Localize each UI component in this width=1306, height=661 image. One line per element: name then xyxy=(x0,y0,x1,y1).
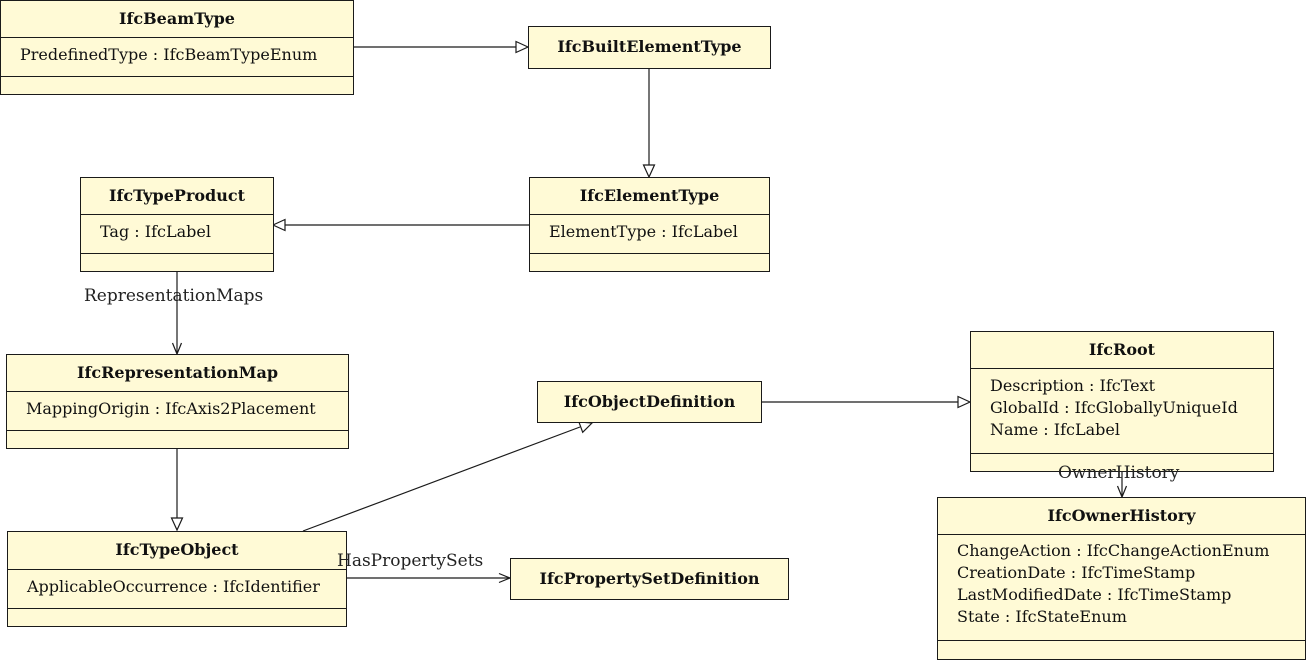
class-name: IfcTypeProduct xyxy=(81,178,273,215)
class-ifc-beam-type: IfcBeamType PredefinedType : IfcBeamType… xyxy=(0,0,354,95)
class-ifc-object-definition: IfcObjectDefinition xyxy=(537,381,762,423)
class-name: IfcOwnerHistory xyxy=(938,498,1305,535)
association-label-owner-history: OwnerHistory xyxy=(1058,463,1180,483)
generalization-arrowhead xyxy=(271,218,286,232)
generalization-arrowhead xyxy=(515,40,530,54)
class-ifc-property-set-definition: IfcPropertySetDefinition xyxy=(510,558,789,600)
attribute: CreationDate : IfcTimeStamp xyxy=(957,563,1196,582)
class-ifc-owner-history: IfcOwnerHistory ChangeAction : IfcChange… xyxy=(937,497,1306,660)
class-name: IfcBeamType xyxy=(1,1,353,38)
attribute: Tag : IfcLabel xyxy=(100,222,211,241)
class-ifc-representation-map: IfcRepresentationMap MappingOrigin : Ifc… xyxy=(6,354,349,449)
attribute: MappingOrigin : IfcAxis2Placement xyxy=(26,399,316,418)
generalization-arrowhead xyxy=(957,395,972,409)
attribute: State : IfcStateEnum xyxy=(957,607,1127,626)
class-ifc-type-product: IfcTypeProduct Tag : IfcLabel xyxy=(80,177,274,272)
attribute: PredefinedType : IfcBeamTypeEnum xyxy=(20,45,318,64)
class-name: IfcPropertySetDefinition xyxy=(539,569,760,588)
class-attributes: Description : IfcText GlobalId : IfcGlob… xyxy=(971,369,1273,454)
attribute: LastModifiedDate : IfcTimeStamp xyxy=(957,585,1232,604)
attribute: Description : IfcText xyxy=(990,376,1156,395)
class-attributes: MappingOrigin : IfcAxis2Placement xyxy=(7,392,348,431)
association-label-has-property-sets: HasPropertySets xyxy=(337,551,484,571)
attribute: GlobalId : IfcGloballyUniqueId xyxy=(990,398,1238,417)
class-attributes: ApplicableOccurrence : IfcIdentifier xyxy=(8,570,346,609)
class-attributes: ElementType : IfcLabel xyxy=(530,215,769,254)
attribute: ChangeAction : IfcChangeActionEnum xyxy=(957,541,1270,560)
class-name: IfcRepresentationMap xyxy=(7,355,348,392)
class-name: IfcObjectDefinition xyxy=(563,392,736,411)
class-ifc-root: IfcRoot Description : IfcText GlobalId :… xyxy=(970,331,1274,472)
class-ifc-type-object: IfcTypeObject ApplicableOccurrence : Ifc… xyxy=(7,531,347,627)
class-name: IfcRoot xyxy=(971,332,1273,369)
class-name: IfcBuiltElementType xyxy=(557,37,742,56)
edge-typeobject-objectdefinition xyxy=(302,426,581,532)
class-name: IfcTypeObject xyxy=(8,532,346,570)
association-label-representation-maps: RepresentationMaps xyxy=(84,286,264,306)
generalization-arrowhead xyxy=(170,517,184,532)
class-attributes: Tag : IfcLabel xyxy=(81,215,273,254)
attribute: ApplicableOccurrence : IfcIdentifier xyxy=(27,577,320,596)
class-name: IfcElementType xyxy=(530,178,769,215)
generalization-arrowhead xyxy=(578,421,594,434)
generalization-arrowhead xyxy=(642,164,656,179)
class-attributes: ChangeAction : IfcChangeActionEnum Creat… xyxy=(938,535,1305,641)
class-ifc-element-type: IfcElementType ElementType : IfcLabel xyxy=(529,177,770,272)
attribute: ElementType : IfcLabel xyxy=(549,222,738,241)
class-attributes: PredefinedType : IfcBeamTypeEnum xyxy=(1,38,353,77)
class-ifc-built-element-type: IfcBuiltElementType xyxy=(528,26,771,69)
attribute: Name : IfcLabel xyxy=(990,420,1120,439)
